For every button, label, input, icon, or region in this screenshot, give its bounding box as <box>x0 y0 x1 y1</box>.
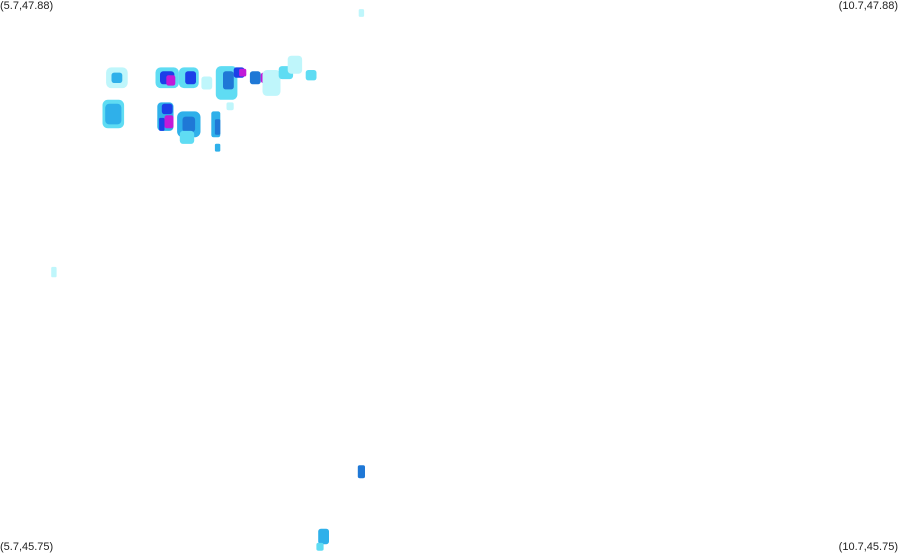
heat-cell <box>161 103 173 115</box>
heat-cell <box>318 528 329 545</box>
corner-label-bottom-left: (5.7,45.75) <box>0 541 54 553</box>
heat-cell <box>223 71 234 90</box>
heat-cell <box>249 71 261 85</box>
heat-cell <box>226 102 234 111</box>
heat-cell <box>182 116 196 133</box>
heat-cell <box>316 542 324 551</box>
heat-cell <box>305 70 317 81</box>
heat-cell <box>239 68 247 77</box>
heat-cell <box>201 76 213 90</box>
heat-cell <box>214 119 221 135</box>
heat-cell <box>214 143 221 152</box>
heat-cell <box>179 130 195 144</box>
heat-cell <box>164 115 174 129</box>
heat-cell <box>159 117 165 131</box>
corner-label-top-left: (5.7,47.88) <box>0 0 54 12</box>
corner-label-top-right: (10.7,47.88) <box>838 0 898 12</box>
corner-label-bottom-right: (10.7,45.75) <box>838 541 898 553</box>
heat-cell <box>262 70 281 96</box>
heat-cell <box>185 71 196 85</box>
heat-cell <box>111 72 123 83</box>
heat-cell <box>105 103 122 125</box>
heat-cells-layer <box>51 9 365 551</box>
heat-cell <box>166 75 176 86</box>
heat-cell <box>287 55 303 74</box>
heat-cell <box>357 465 365 479</box>
heat-cell <box>358 9 365 17</box>
heat-cell <box>51 266 57 278</box>
